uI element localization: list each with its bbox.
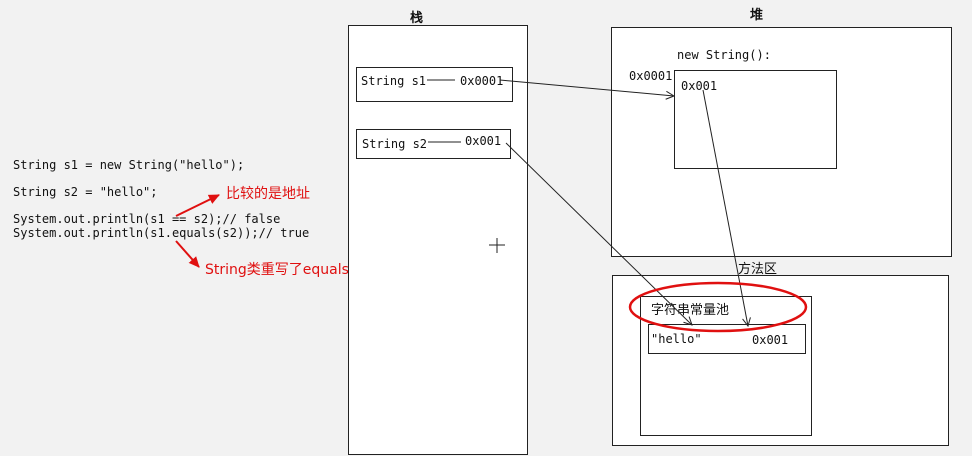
pool-entry-literal: "hello" (651, 332, 702, 346)
code-line-3: System.out.println(s1 == s2);// false (13, 212, 281, 226)
stack-s2-value: 0x001 (465, 134, 502, 148)
stack-s1-value: 0x0001 (460, 74, 504, 88)
heap-new-string-label: new String(): (677, 48, 771, 62)
heap-string-object (674, 70, 837, 169)
code-line-1: String s1 = new String("hello"); (13, 158, 245, 172)
string-pool-title: 字符串常量池 (651, 303, 730, 318)
heap-object-value: 0x001 (681, 79, 718, 93)
pool-entry-address: 0x001 (752, 333, 789, 347)
heap-object-address: 0x0001 (629, 69, 673, 83)
stack-title: 栈 (410, 11, 424, 26)
heap-title: 堆 (750, 8, 764, 23)
stack-s1-label: String s1 (361, 74, 427, 88)
code-line-2: String s2 = "hello"; (13, 185, 158, 199)
stack-frame-s1 (356, 67, 513, 102)
annotation-arrow-equals (175, 240, 200, 268)
annotation-compare-address: 比较的是地址 (226, 186, 310, 202)
code-line-4: System.out.println(s1.equals(s2));// tru… (13, 226, 310, 240)
stack-s2-label: String s2 (362, 137, 428, 151)
